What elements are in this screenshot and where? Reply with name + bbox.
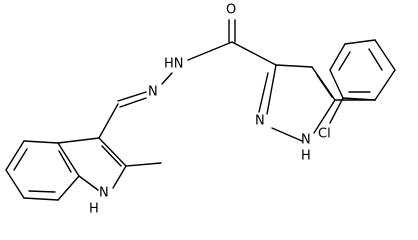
bond [117, 91, 147, 102]
bond [374, 39, 396, 71]
bond [187, 41, 233, 61]
label-layer: O HN N N N H N H Cl [89, 3, 331, 217]
bond [13, 148, 28, 171]
bond [374, 69, 396, 101]
indole-h-label: H [89, 202, 99, 217]
bond [58, 150, 72, 173]
bond [125, 162, 162, 167]
bond [329, 97, 344, 124]
bond [78, 175, 99, 191]
bond [329, 43, 346, 71]
bond [28, 190, 56, 193]
bond [5, 140, 25, 171]
bond [119, 97, 147, 108]
indole-n-label: N [99, 186, 109, 201]
bond-layer [5, 19, 396, 201]
hydrazide-nh-label: HN [164, 57, 184, 72]
chlorine-atom-label: Cl [318, 127, 331, 142]
bond [57, 175, 80, 201]
bond [271, 127, 303, 142]
bond [313, 99, 336, 134]
oxygen-atom-label: O [226, 3, 236, 18]
bond [57, 142, 80, 177]
bond [101, 145, 122, 167]
bond [344, 39, 376, 45]
pyrazole-h-label: H [301, 149, 311, 164]
pyrazole-nh-label: N [301, 133, 311, 148]
bond [342, 97, 376, 101]
bond [57, 137, 100, 144]
bond [266, 64, 277, 115]
bond [5, 169, 25, 199]
bond [161, 72, 173, 85]
bond [258, 72, 269, 113]
pyrazole-n-label: N [255, 114, 265, 129]
bond [112, 165, 127, 189]
bond [231, 41, 277, 66]
bond [98, 137, 127, 167]
bond [275, 64, 313, 68]
bond [23, 197, 59, 201]
hydrazone-n-label: N [148, 85, 158, 100]
bond [98, 103, 119, 139]
bond [329, 69, 344, 99]
bond [368, 48, 383, 71]
bond [338, 51, 351, 71]
bond [23, 140, 59, 144]
bond [316, 74, 333, 98]
chemical-structure: O HN N N N H N H Cl [5, 3, 396, 217]
